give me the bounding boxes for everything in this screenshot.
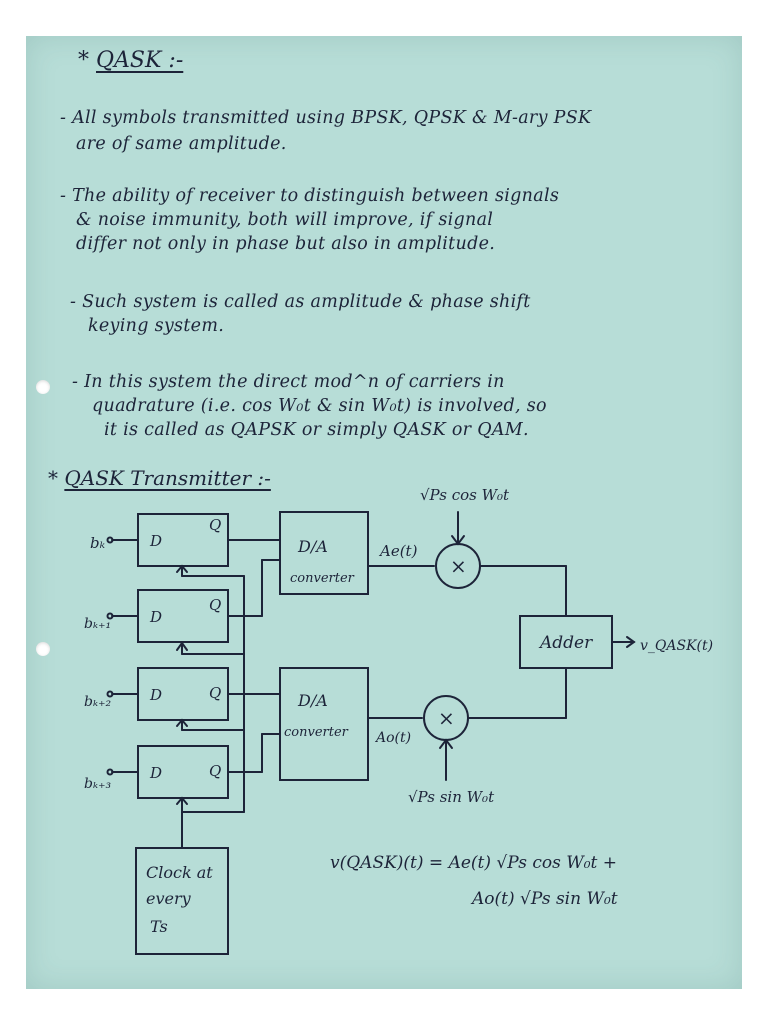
clock-label-3: Ts [150,917,168,936]
clock-box [135,847,229,955]
paragraph-3: - Such system is called as amplitude & p… [70,292,531,336]
transmitter-title: QASK Transmitter :- [64,466,271,490]
da-bottom-label-1: D/A [297,691,328,710]
paragraph-3-line-1: - Such system is called as amplitude & p… [70,292,531,312]
ff3-d: D [149,686,162,704]
paragraph-2-line-3: differ not only in phase but also in amp… [76,234,496,254]
clock-label-1: Clock at [146,863,213,882]
notebook-page [26,36,742,989]
equation-line-2: Ao(t) √Ps sin W₀t [470,889,618,909]
ao-label: Ao(t) [374,730,411,746]
input-bk-plus-1: bₖ₊₁ [84,616,111,632]
adder-label: Adder [538,633,593,653]
multiplier-bottom-symbol: × [438,706,455,730]
da-converter-top [279,511,369,595]
da-top-label-2: converter [290,571,355,586]
heading-star: * [78,48,89,73]
paragraph-1-line-2: are of same amplitude. [76,134,287,154]
heading-title: QASK :- [96,48,184,73]
multiplier-top-symbol: × [450,554,467,578]
top-carrier-label: √Ps cos W₀t [420,486,510,504]
ff1-q: Q [209,516,221,534]
da-converter-bottom [279,667,369,781]
punch-hole [36,642,50,656]
equation-line-1: v(QASK)(t) = Ae(t) √Ps cos W₀t + [330,853,617,873]
paragraph-2: - The ability of receiver to distinguish… [60,186,559,254]
punch-hole [36,380,50,394]
input-bk: bₖ [90,534,106,552]
bottom-carrier-label: √Ps sin W₀t [408,788,495,806]
input-bk-plus-2: bₖ₊₂ [84,694,111,710]
paragraph-4-line-3: it is called as QAPSK or simply QASK or … [104,420,529,440]
input-bk-plus-3: bₖ₊₃ [84,776,111,792]
transmitter-heading: * QASK Transmitter :- [48,466,271,490]
paragraph-3-line-2: keying system. [88,316,225,336]
ff4-q: Q [209,762,221,780]
ff2-d: D [149,608,162,626]
paragraph-2-line-2: & noise immunity, both will improve, if … [76,210,494,230]
paragraph-1: - All symbols transmitted using BPSK, QP… [60,108,591,154]
da-top-label-1: D/A [297,537,328,556]
page-heading: * QASK :- [78,48,183,73]
paragraph-2-line-1: - The ability of receiver to distinguish… [60,186,560,206]
ff4-d: D [149,764,162,782]
ff2-q: Q [209,596,221,614]
ff1-d: D [149,532,162,550]
clock-label-2: every [146,889,192,908]
paragraph-4-line-2: quadrature (i.e. cos W₀t & sin W₀t) is i… [92,396,547,416]
paragraph-4-line-1: - In this system the direct mod^n of car… [72,372,505,392]
ff3-q: Q [209,684,221,702]
output-label: v_QASK(t) [640,638,713,654]
ae-label: Ae(t) [378,542,418,560]
da-bottom-label-2: converter [284,725,349,740]
transmitter-star: * [48,466,58,490]
paragraph-1-line-1: - All symbols transmitted using BPSK, QP… [60,108,592,128]
paragraph-4: - In this system the direct mod^n of car… [72,372,547,440]
